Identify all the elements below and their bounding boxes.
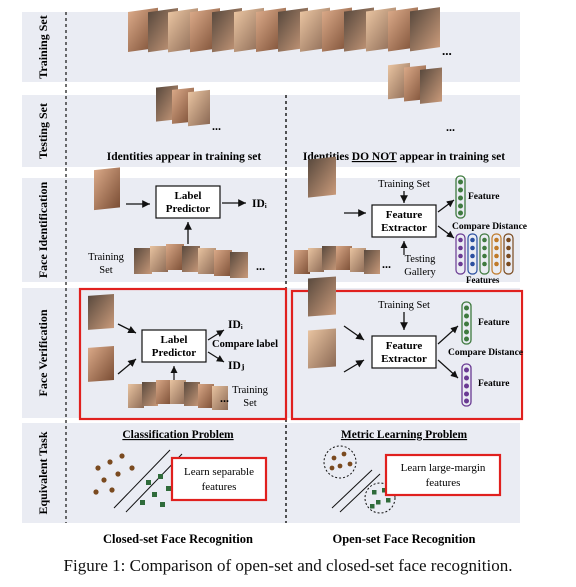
ident-closed-training-line2: Set	[99, 265, 113, 276]
verif-closed-training-line1: Training	[232, 385, 269, 396]
verif-predictor-line2: Predictor	[152, 347, 197, 359]
ident-closed-probe-face	[94, 167, 120, 211]
classification-problem-title: Classification Problem	[122, 429, 234, 441]
ident-closed-training-line1: Training	[88, 252, 125, 263]
metric-learning-scatter	[323, 445, 396, 514]
training-set-face-thumbnails	[128, 7, 440, 53]
testing-open-faces	[388, 62, 442, 104]
ident-gallery-line1: Testing	[405, 254, 437, 265]
open-task-line2: features	[426, 477, 461, 489]
testing-set-panel	[22, 95, 520, 167]
verif-feature-vector-j	[461, 363, 472, 407]
closed-task-line2: features	[202, 481, 237, 493]
row-label-testing-set: Testing Set	[36, 103, 50, 159]
verif-extractor-line1: Feature	[386, 340, 423, 352]
ident-gallery-feature-vectors	[455, 233, 514, 275]
verif-open-highlight	[290, 289, 524, 421]
verif-feature-extractor-box	[371, 335, 437, 369]
row-label-face-identification: Face Identification	[36, 182, 50, 279]
verif-label-predictor-box	[141, 329, 207, 363]
verif-feature-bottom-label: Feature	[478, 379, 509, 389]
verif-closed-face-i	[88, 294, 114, 330]
verif-open-face-j	[308, 328, 336, 369]
testing-closed-caption: Identities appear in training set	[107, 151, 262, 163]
verif-feature-top-label: Feature	[478, 318, 509, 328]
verif-open-face-i	[308, 276, 336, 317]
ident-open-probe-face	[308, 156, 336, 198]
closed-task-line1: Learn separable	[184, 466, 254, 478]
ident-open-training-set: Training Set	[378, 179, 430, 190]
ident-label-predictor-box	[155, 185, 221, 219]
verif-closed-id-i: IDᵢ	[228, 319, 243, 331]
footer-open-set: Open-set Face Recognition	[332, 532, 475, 546]
figure-caption: Figure 1: Comparison of open-set and clo…	[63, 556, 513, 575]
ident-predictor-line2: Predictor	[166, 203, 211, 215]
row-label-equivalent-task: Equivalent Task	[36, 431, 50, 514]
ident-gallery-ellipsis: ...	[382, 257, 391, 271]
metric-learning-problem-title: Metric Learning Problem	[341, 429, 468, 441]
verif-closed-compare-label: Compare label	[212, 339, 278, 350]
ident-closed-training-faces	[134, 244, 248, 278]
footer-closed-set: Closed-set Face Recognition	[103, 532, 253, 546]
open-task-line1: Learn large-margin	[401, 462, 486, 474]
ident-gallery-faces	[294, 246, 380, 274]
ident-extractor-line1: Feature	[386, 209, 423, 221]
ident-probe-feature-vector	[455, 175, 466, 219]
ident-extractor-line2: Extractor	[381, 222, 427, 234]
open-task-highlight	[384, 453, 502, 497]
ident-gallery-line2: Gallery	[404, 267, 436, 278]
ident-predictor-line1: Label	[175, 190, 202, 202]
ident-compare-distance: Compare Distance	[452, 222, 527, 232]
verif-closed-face-j	[88, 346, 114, 382]
row-label-face-verification: Face Verification	[36, 309, 50, 396]
verif-feature-vector-i	[461, 301, 472, 345]
verif-extractor-line2: Extractor	[381, 353, 427, 365]
testing-closed-ellipsis: ...	[212, 119, 221, 133]
verif-predictor-line1: Label	[161, 334, 188, 346]
training-set-ellipsis: ...	[442, 43, 452, 58]
closed-task-highlight	[170, 456, 268, 502]
ident-closed-output-id: IDᵢ	[252, 198, 267, 210]
verif-closed-training-ellipsis: ...	[220, 391, 229, 405]
testing-closed-faces	[156, 85, 210, 127]
ident-features-label: Features	[466, 275, 500, 285]
verif-closed-training-line2: Set	[243, 398, 257, 409]
verif-compare-distance: Compare Distance	[448, 348, 523, 358]
row-label-training-set: Training Set	[36, 15, 50, 78]
verif-open-training-set: Training Set	[378, 300, 430, 311]
ident-closed-training-ellipsis: ...	[256, 259, 265, 273]
verif-closed-training-faces	[128, 380, 228, 410]
verif-closed-id-j: IDⱼ	[228, 360, 245, 372]
verif-closed-highlight	[78, 287, 288, 421]
ident-feature-label: Feature	[468, 192, 499, 202]
ident-feature-extractor-box	[371, 204, 437, 238]
testing-open-ellipsis: ...	[446, 120, 455, 134]
